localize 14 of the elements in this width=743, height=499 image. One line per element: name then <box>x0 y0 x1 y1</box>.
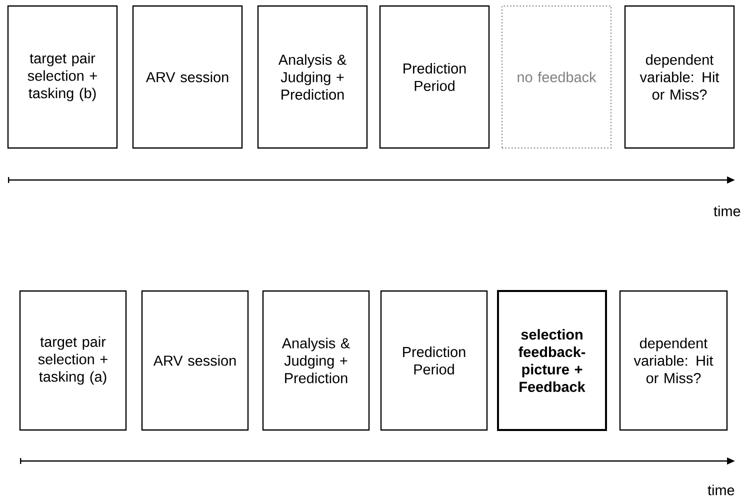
step-box: ARV session <box>132 5 243 149</box>
axis-label: time <box>714 206 740 216</box>
axis-label: time <box>708 484 734 496</box>
step-box: Prediction Period <box>380 290 488 431</box>
step-box: Analysis & Judging + Prediction <box>262 290 370 431</box>
step-box: Prediction Period <box>379 5 490 149</box>
step-box: ARV session <box>141 290 249 431</box>
step-box: dependent variable: Hit or Miss? <box>624 5 735 149</box>
step-box: no feedback <box>501 5 612 149</box>
step-box: Analysis & Judging + Prediction <box>257 5 368 149</box>
step-box: selection feedback-picture + Feedback <box>497 290 607 431</box>
step-box: dependent variable: Hit or Miss? <box>619 290 728 431</box>
step-box: target pair selection + tasking (b) <box>7 5 118 149</box>
step-box: target pair selection + tasking (a) <box>19 290 127 431</box>
